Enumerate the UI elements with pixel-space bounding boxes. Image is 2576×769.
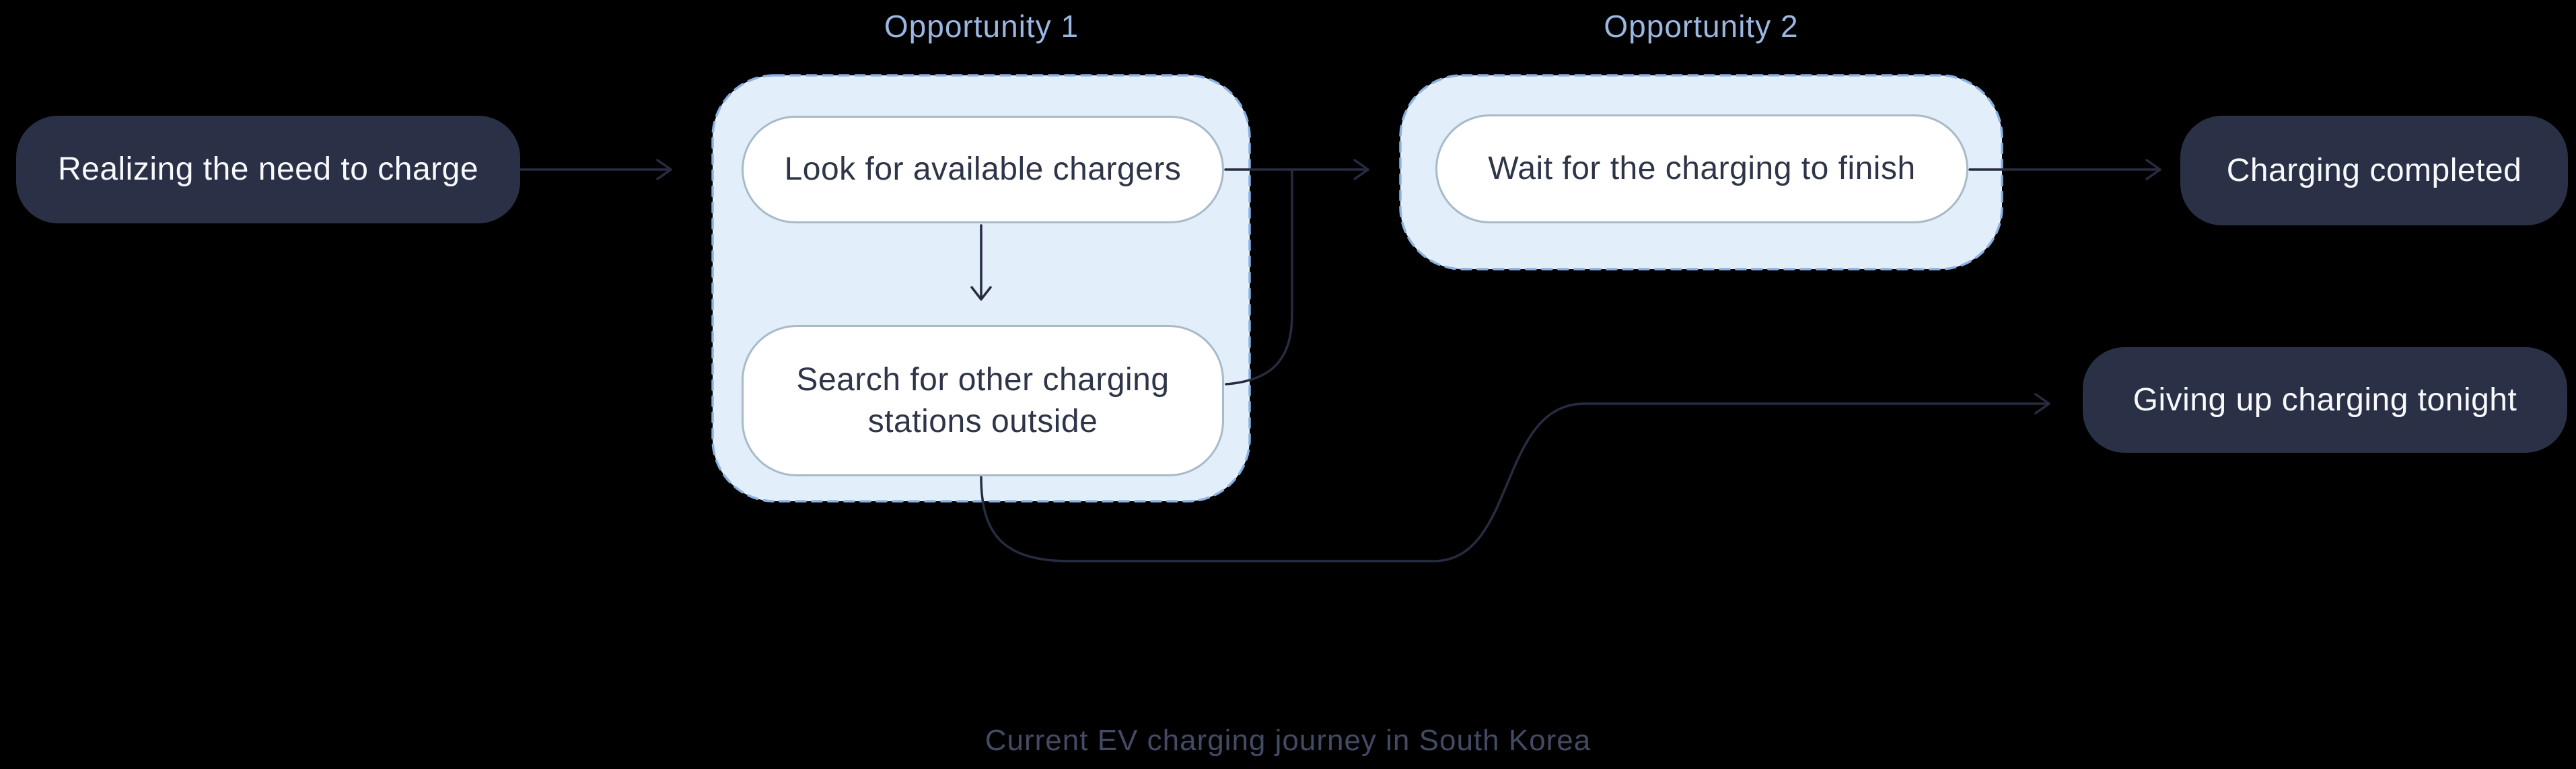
flow-search-to-giving-up [980,393,2050,562]
arrowhead-right-icon [2034,393,2050,414]
arrowhead-right-icon [656,159,672,180]
node-charging-completed: Charging completed [2180,116,2568,225]
diagram-caption: Current EV charging journey in South Kor… [985,724,1591,757]
node-wait-for-charging-to-finish: Wait for the charging to finish [1435,114,1968,223]
arrowhead-right-icon [2145,159,2161,180]
flow-wait-to-completed [1968,159,2161,180]
flow-look-to-wait [1224,159,1369,386]
opportunity-1-label: Opportunity 1 [884,9,1079,44]
node-look-for-available-chargers: Look for available chargers [742,116,1224,223]
node-search-other-charging-stations: Search for other charging stations outsi… [742,325,1224,476]
flow-look-to-search [970,224,992,301]
opportunity-2-label: Opportunity 2 [1604,9,1799,44]
arrowhead-right-icon [1353,159,1369,180]
merge-branch-from-search [1225,170,1293,386]
node-realizing-need-to-charge: Realizing the need to charge [16,116,520,223]
arrowhead-down-icon [970,286,992,301]
node-giving-up-charging-tonight: Giving up charging tonight [2083,347,2567,453]
connector-line [980,402,2049,562]
flow-realizing-to-look [519,159,672,180]
